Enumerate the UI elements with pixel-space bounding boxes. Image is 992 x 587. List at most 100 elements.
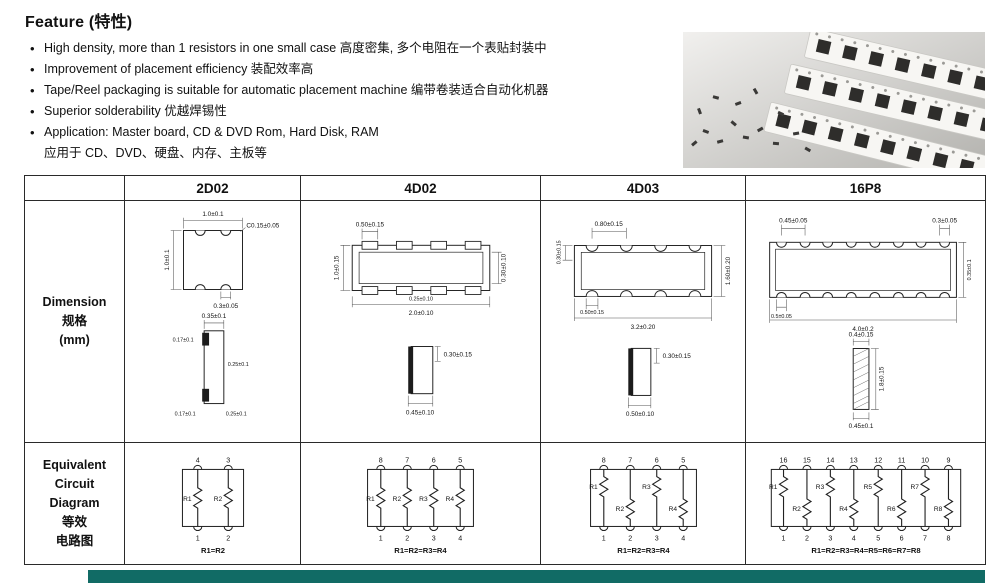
top-view: 1.0±0.1 1.0±0.1 C0.15±0.05 0.3±0.05 — [163, 211, 279, 310]
dim-label: 0.17±0.1 — [174, 411, 195, 417]
dim-label: 0.50±0.15 — [355, 222, 384, 229]
equation-label: R1=R2 — [201, 546, 225, 555]
dimension-cell-16p8: 0.45±0.05 0.3±0.05 0.35±0.1 0.5±0.05 4.0… — [745, 200, 986, 443]
resistor-label: R8 — [933, 506, 942, 513]
dimension-cell-4d03: 0.80±0.15 0.30±0.15 1.60±0.20 0.50±0.15 … — [540, 200, 746, 443]
dim-label: 0.30±0.10 — [500, 253, 507, 282]
dim-label: C0.15±0.05 — [246, 223, 279, 230]
pin-number: 8 — [379, 456, 383, 464]
dim-label: 0.45±0.05 — [779, 218, 808, 225]
dim-label: 0.35±0.1 — [201, 313, 226, 320]
pin-number: 3 — [432, 535, 436, 543]
circuit: 16 15 14 13 12 11 10 9 1 2 3 4 5 6 7 8 R — [768, 456, 961, 555]
row-label-line: 规格 — [61, 314, 87, 328]
dim-label: 0.4±0.15 — [849, 332, 874, 339]
pin-number: 7 — [923, 535, 927, 543]
feature-item: Application: Master board, CD & DVD Rom,… — [30, 122, 675, 143]
resistor-label: R4 — [839, 506, 848, 513]
dimension-row: Dimension 规格 (mm) 1.0±0.1 1.0±0.1 C0.15±… — [24, 200, 986, 443]
row-label-line: Circuit — [54, 477, 95, 491]
resistor-label: R3 — [419, 496, 428, 503]
pin-number: 14 — [826, 456, 834, 464]
pin-number: 7 — [405, 456, 409, 464]
dim-label: 0.5±0.05 — [771, 314, 792, 320]
resistor-label: R7 — [910, 484, 919, 491]
dim-label: 1.60±0.20 — [725, 256, 732, 285]
dim-label: 0.50±0.15 — [580, 310, 604, 316]
row-label-line: (mm) — [59, 333, 90, 347]
row-label-line: Diagram — [49, 496, 100, 510]
feature-list: High density, more than 1 resistors in o… — [30, 38, 675, 164]
dim-label: 1.8±0.15 — [879, 366, 886, 391]
pin-number: 1 — [379, 535, 383, 543]
circuit-diagram-4d02: 8 7 6 5 1 2 3 4 R1 R2 R3 R4 R1=R2=R3=R4 — [366, 456, 474, 555]
circuit-diagram-2d02: 4 3 1 2 R1 R2 R1=R2 — [181, 456, 244, 555]
top-view: 0.50±0.15 1.0±0.15 0.30±0.10 0.25±0.10 2… — [333, 222, 507, 317]
model-header-4d03: 4D03 — [540, 175, 746, 201]
dim-label: 3.2±0.20 — [631, 324, 656, 331]
resistor-label: R2 — [615, 506, 624, 513]
circuit: 8 7 6 5 1 2 3 4 R1 R2 R3 R4 R1=R2=R3=R4 — [589, 456, 697, 555]
dimension-drawing-4d02: 0.50±0.15 1.0±0.15 0.30±0.10 0.25±0.10 2… — [333, 222, 507, 417]
pin-number: 5 — [681, 456, 685, 464]
dimension-drawing-16p8: 0.45±0.05 0.3±0.05 0.35±0.1 0.5±0.05 4.0… — [769, 218, 973, 430]
dim-label: 4.0±0.2 — [852, 326, 874, 333]
tape-strip — [763, 102, 985, 168]
circuit-cell-4d02: 8 7 6 5 1 2 3 4 R1 R2 R3 R4 R1=R2=R3=R4 — [300, 442, 541, 565]
resistor-label: R4 — [446, 496, 455, 503]
feature-text: Application: Master board, CD & DVD Rom,… — [44, 125, 379, 139]
resistor-label: R3 — [815, 484, 824, 491]
pin-number: 3 — [828, 535, 832, 543]
circuit-cell-16p8: 16 15 14 13 12 11 10 9 1 2 3 4 5 6 7 8 R — [745, 442, 986, 565]
pin-number: 4 — [195, 456, 199, 464]
pin-number: 9 — [946, 456, 950, 464]
pin-number: 6 — [432, 456, 436, 464]
resistor-label: R1 — [589, 484, 598, 491]
feature-item: Tape/Reel packaging is suitable for auto… — [30, 80, 675, 101]
feature-text: High density, more than 1 resistors in o… — [44, 41, 547, 55]
side-view: 0.30±0.15 0.50±0.10 — [626, 347, 692, 418]
row-label-line: Dimension — [42, 295, 107, 309]
row-label-line: 等效 — [61, 515, 87, 529]
dim-label: 2.0±0.10 — [408, 310, 433, 317]
feature-text: Tape/Reel packaging is suitable for auto… — [44, 83, 549, 97]
resistor-label: R2 — [213, 496, 222, 503]
dim-label: 0.25±0.1 — [225, 411, 246, 417]
circuit: 8 7 6 5 1 2 3 4 R1 R2 R3 R4 R1=R2=R3=R4 — [366, 456, 474, 555]
pin-number: 5 — [876, 535, 880, 543]
feature-text: 应用于 CD、DVD、硬盘、内存、主板等 — [44, 146, 267, 160]
pin-number: 7 — [628, 456, 632, 464]
dim-label: 0.45±0.1 — [849, 423, 874, 430]
pin-number: 6 — [654, 456, 658, 464]
resistor-label: R1 — [366, 496, 375, 503]
dim-label: 0.3±0.05 — [932, 218, 957, 225]
dim-label: 0.30±0.15 — [443, 351, 472, 358]
spec-table: 2D02 4D02 4D03 16P8 Dimension 规格 (mm) 1.… — [24, 175, 986, 565]
pin-number: 1 — [601, 535, 605, 543]
model-header-2d02: 2D02 — [124, 175, 301, 201]
pin-number: 4 — [681, 535, 685, 543]
dim-label: 0.3±0.05 — [213, 303, 238, 310]
pin-number: 10 — [921, 456, 929, 464]
side-view: 0.35±0.1 0.17±0.1 0.25±0.1 0.17±0.1 0.25… — [172, 313, 248, 417]
circuit-diagram-4d03: 8 7 6 5 1 2 3 4 R1 R2 R3 R4 R1=R2=R3=R4 — [589, 456, 697, 555]
top-view: 0.45±0.05 0.3±0.05 0.35±0.1 0.5±0.05 4.0… — [769, 218, 973, 333]
pin-number: 8 — [601, 456, 605, 464]
dim-label: 0.45±0.10 — [405, 409, 434, 416]
pin-number: 3 — [226, 456, 230, 464]
dimension-drawing-2d02: 1.0±0.1 1.0±0.1 C0.15±0.05 0.3±0.05 0.35… — [163, 211, 279, 418]
feature-text: Superior solderability 优越焊锡性 — [44, 104, 227, 118]
dim-label: 0.50±0.10 — [626, 411, 655, 418]
pin-number: 5 — [458, 456, 462, 464]
dim-label: 0.25±0.10 — [409, 296, 433, 302]
pin-number: 12 — [874, 456, 882, 464]
dim-label: 0.30±0.15 — [663, 353, 692, 360]
corner-cell — [24, 175, 125, 201]
dim-label: 1.0±0.1 — [202, 211, 224, 218]
circuit: 4 3 1 2 R1 R2 R1=R2 — [181, 456, 244, 555]
pin-number: 1 — [781, 535, 785, 543]
tape-strip — [804, 32, 985, 105]
page-title: Feature (特性) — [25, 14, 133, 31]
dim-label: 0.80±0.15 — [595, 221, 624, 228]
resistor-label: R4 — [668, 506, 677, 513]
